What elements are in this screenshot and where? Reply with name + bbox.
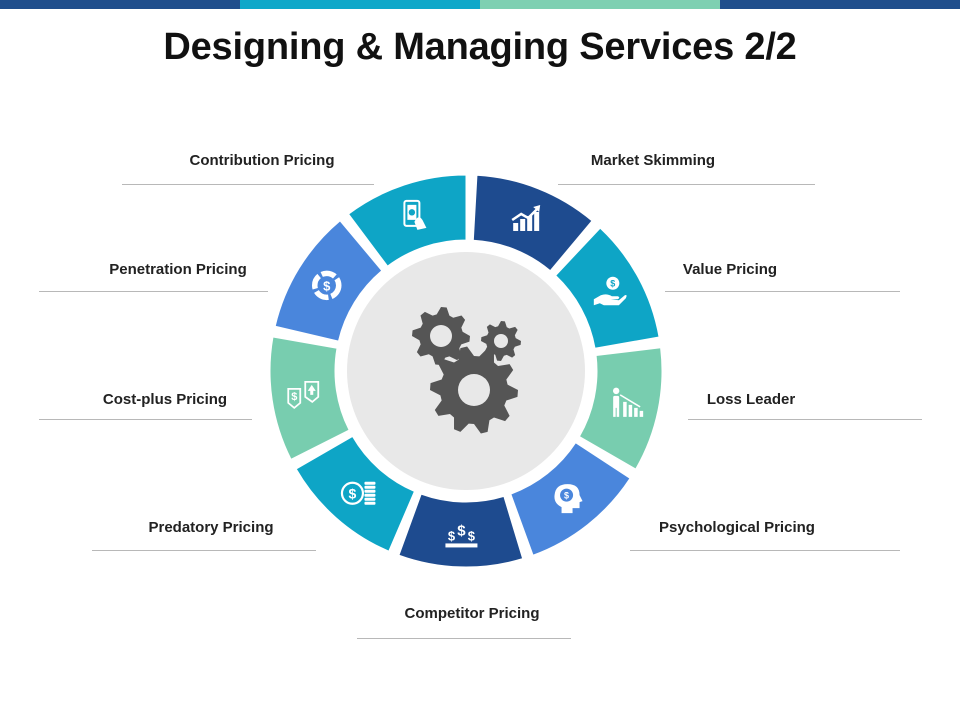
top-bar-segment — [0, 0, 240, 9]
large-gear-icon — [430, 346, 518, 434]
label-contribution-pricing: Contribution Pricing — [189, 152, 335, 169]
leader-line-contribution-pricing — [122, 184, 374, 185]
leader-line-competitor-pricing — [357, 638, 571, 639]
svg-text:$: $ — [323, 278, 331, 293]
leader-line-loss-leader — [688, 419, 922, 420]
svg-text:$: $ — [448, 528, 456, 543]
person-declining-chart-icon — [612, 387, 644, 417]
svg-text:$: $ — [349, 485, 357, 501]
ring-segment-loss-leader — [578, 347, 663, 470]
segment-icons: $$$$$$$$ — [287, 199, 644, 548]
phone-payment-icon — [403, 199, 427, 230]
label-predatory-pricing: Predatory Pricing — [148, 519, 274, 536]
dollar-podium-icon: $$$ — [445, 522, 478, 548]
label-competitor-pricing: Competitor Pricing — [404, 605, 540, 622]
svg-text:$: $ — [564, 491, 569, 501]
ring-segment-market-skimming — [472, 174, 593, 272]
ring-segment-cost-plus-pricing — [269, 336, 350, 461]
label-value-pricing: Value Pricing — [682, 261, 778, 278]
label-loss-leader: Loss Leader — [706, 391, 796, 408]
leader-line-cost-plus-pricing — [39, 419, 252, 420]
svg-text:$: $ — [291, 391, 297, 403]
dollar-donut-icon: $ — [311, 270, 342, 301]
hand-dollar-icon: $ — [593, 276, 627, 306]
ring-segment-value-pricing — [554, 227, 660, 349]
label-penetration-pricing: Penetration Pricing — [109, 261, 247, 278]
page-title: Designing & Managing Services 2/2 — [163, 26, 797, 68]
leader-line-predatory-pricing — [92, 550, 316, 551]
coins-icon: $ — [340, 481, 376, 505]
label-psychological-pricing: Psychological Pricing — [659, 519, 815, 536]
growth-chart-icon — [511, 204, 541, 231]
head-dollar-icon: $ — [554, 484, 583, 514]
gears-icon — [412, 307, 521, 434]
top-bar-segment — [240, 0, 480, 9]
leader-line-value-pricing — [665, 291, 900, 292]
small-gear-left-icon — [412, 307, 470, 365]
ring-segment-predatory-pricing — [295, 435, 416, 552]
svg-text:$: $ — [457, 522, 466, 539]
top-bar-segment — [720, 0, 960, 9]
svg-text:$: $ — [468, 528, 476, 543]
leader-line-market-skimming — [558, 184, 815, 185]
top-color-bar — [0, 0, 960, 9]
top-bar-segment — [480, 0, 720, 9]
price-tags-icon: $ — [287, 380, 320, 410]
label-market-skimming: Market Skimming — [590, 152, 716, 169]
leader-line-psychological-pricing — [630, 550, 900, 551]
label-cost-plus-pricing: Cost-plus Pricing — [102, 391, 228, 408]
ring-segment-contribution-pricing — [347, 174, 467, 267]
ring-segment-competitor-pricing — [398, 493, 524, 568]
leader-line-penetration-pricing — [39, 291, 268, 292]
svg-text:$: $ — [610, 279, 615, 289]
ring-segment-penetration-pricing — [274, 220, 383, 342]
